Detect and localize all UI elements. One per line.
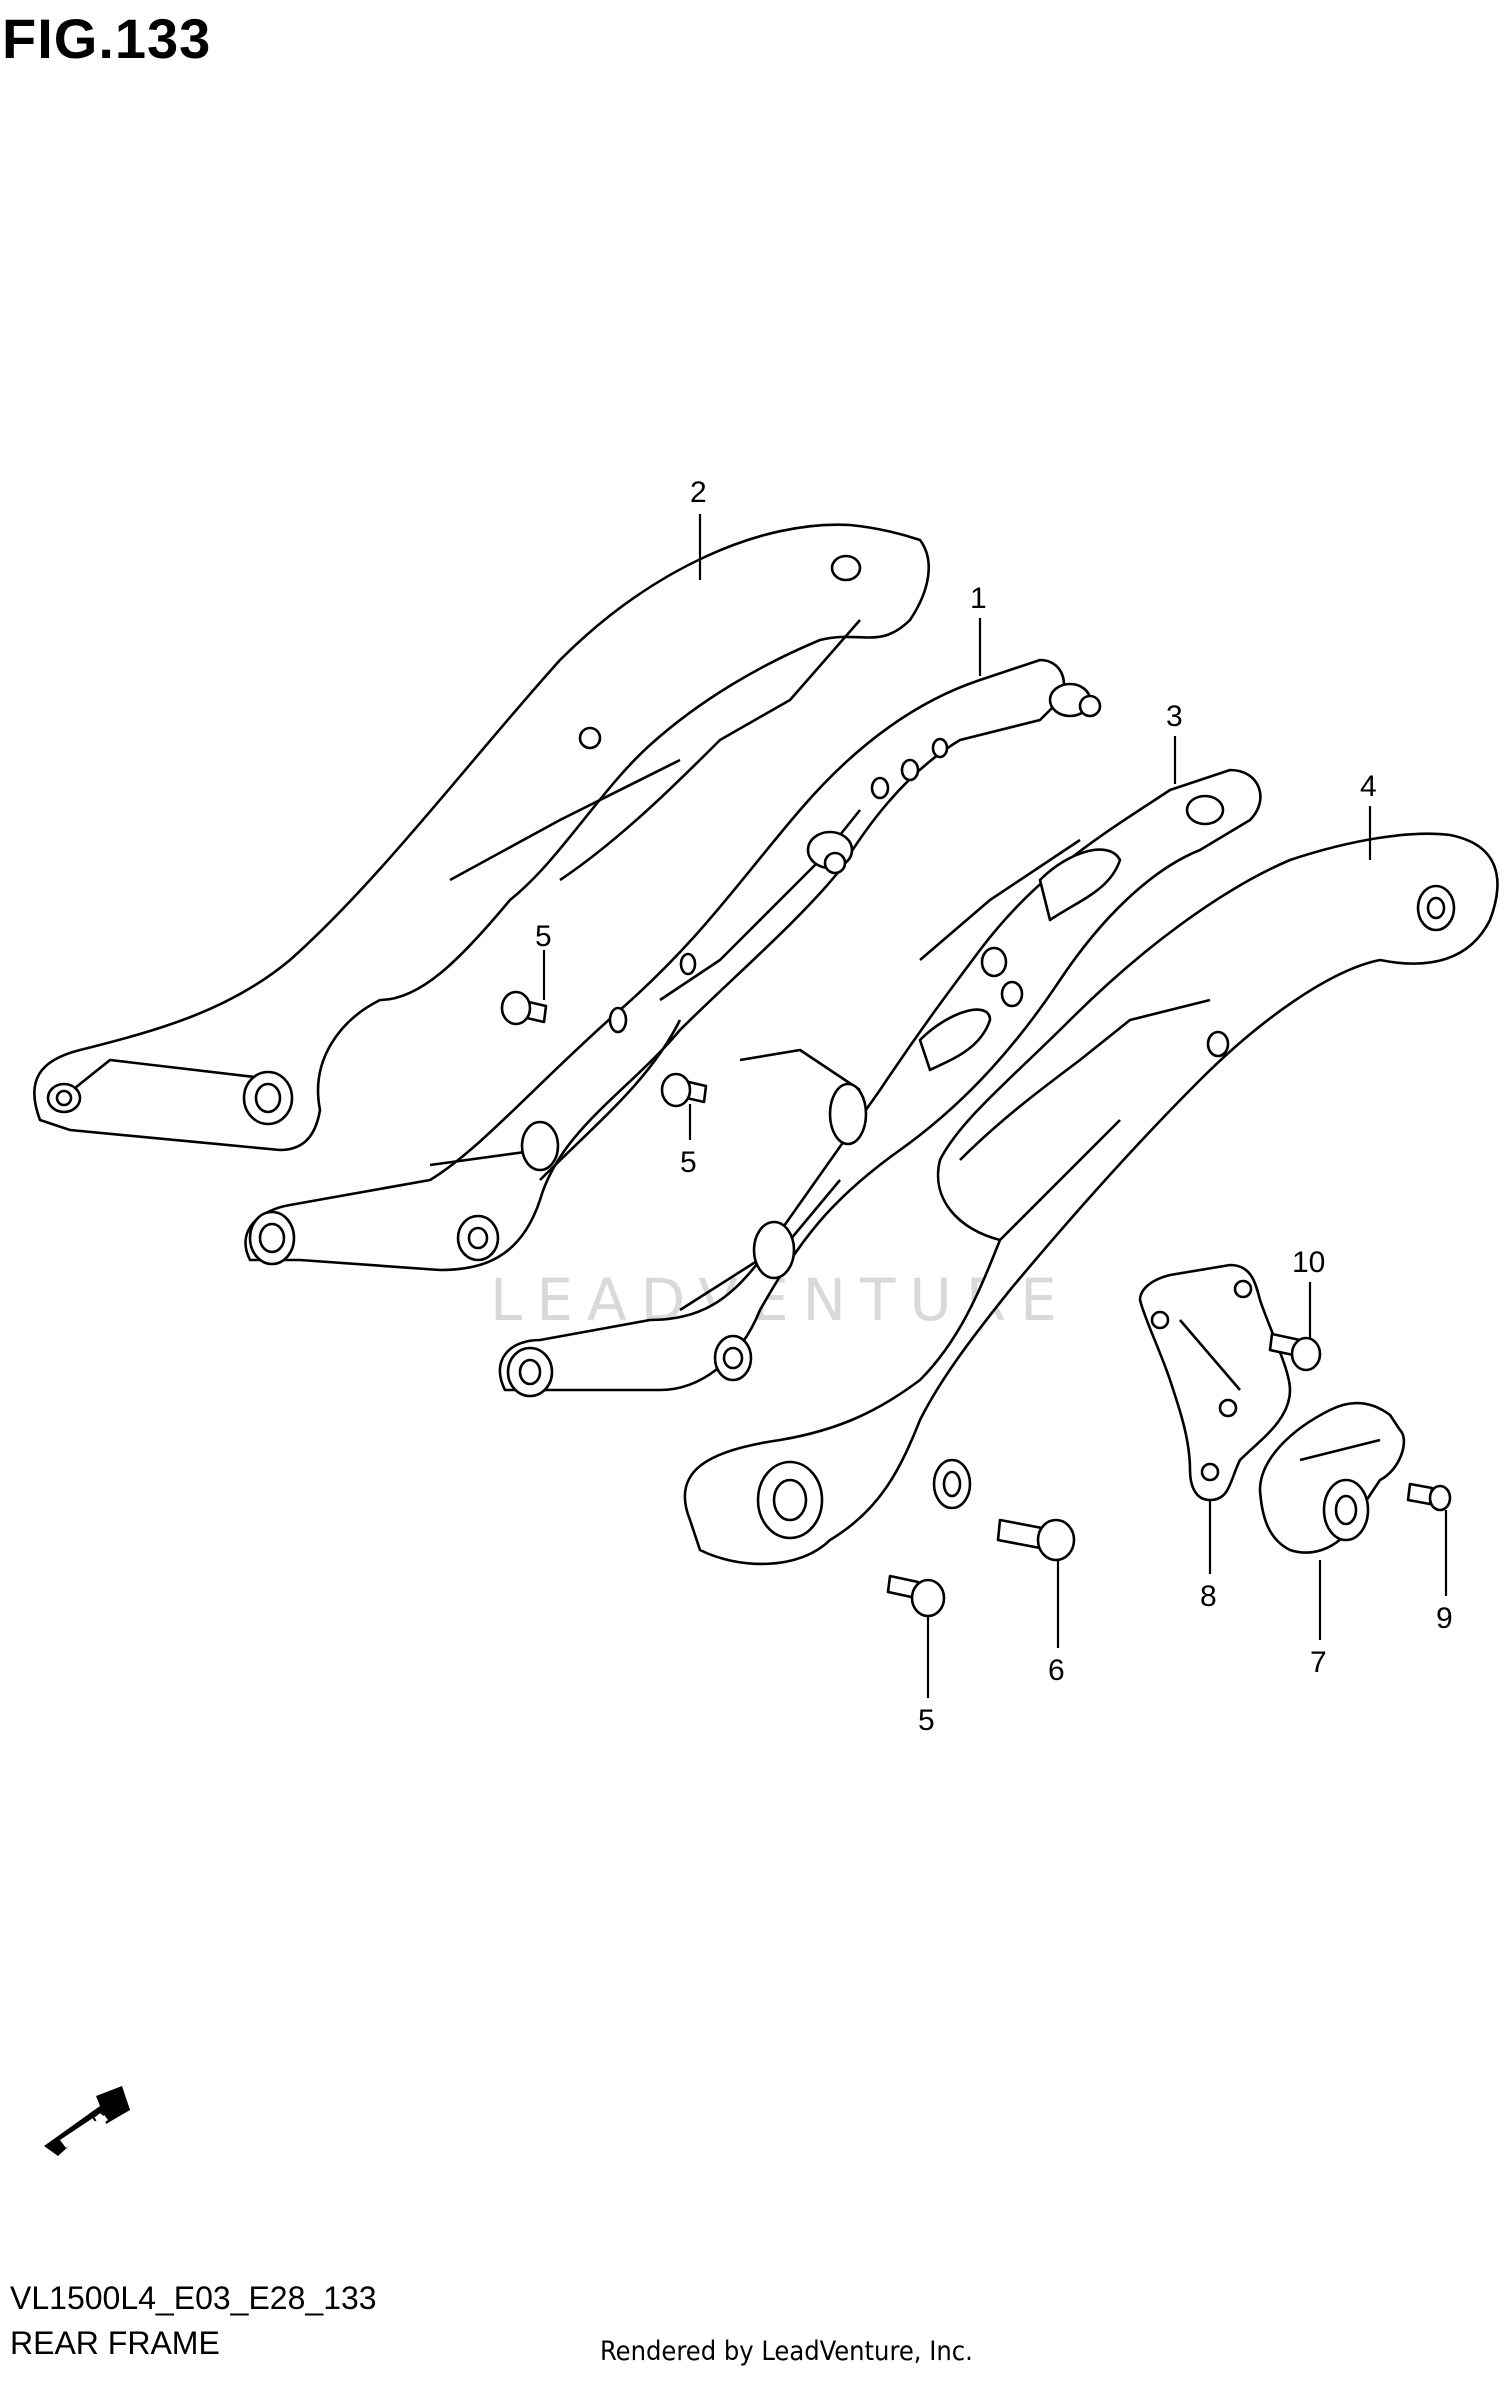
section-name: REAR FRAME (10, 2325, 220, 2361)
part-2-frame-rail[interactable] (33, 523, 931, 1152)
render-credit: Rendered by LeadVenture, Inc. (600, 2336, 973, 2367)
part-6-bolt[interactable] (996, 1518, 1076, 1562)
part-8-bracket[interactable] (1138, 1263, 1292, 1502)
callout-5-upper: 5 (535, 920, 552, 953)
callout-2: 2 (690, 476, 707, 509)
part-3-inner-frame[interactable] (498, 768, 1262, 1398)
figure-title: FIG.133 (2, 7, 212, 70)
callout-6: 6 (1048, 1654, 1065, 1687)
part-5-bolt-lower[interactable] (886, 1574, 946, 1618)
callout-7: 7 (1310, 1646, 1327, 1679)
part-9-screw[interactable] (1406, 1482, 1452, 1512)
callout-8: 8 (1200, 1580, 1217, 1613)
part-5-bolt-middle[interactable] (660, 1072, 708, 1108)
callout-1: 1 (970, 582, 987, 615)
model-code: VL1500L4_E03_E28_133 (10, 2280, 377, 2316)
callout-5-middle: 5 (680, 1146, 697, 1179)
callout-5-lower: 5 (918, 1704, 935, 1737)
callout-4: 4 (1360, 770, 1377, 803)
callout-9: 9 (1436, 1602, 1453, 1635)
callout-10: 10 (1292, 1246, 1325, 1279)
part-7-clamp[interactable] (1258, 1401, 1406, 1554)
part-10-bolt[interactable] (1268, 1332, 1322, 1372)
part-5-bolt-upper[interactable] (500, 990, 548, 1026)
part-4-outer-frame-rail[interactable] (683, 832, 1499, 1566)
callout-3: 3 (1166, 700, 1183, 733)
forward-arrow-icon: FWD (44, 2086, 130, 2156)
part-1-frame-plate[interactable] (244, 658, 1102, 1272)
